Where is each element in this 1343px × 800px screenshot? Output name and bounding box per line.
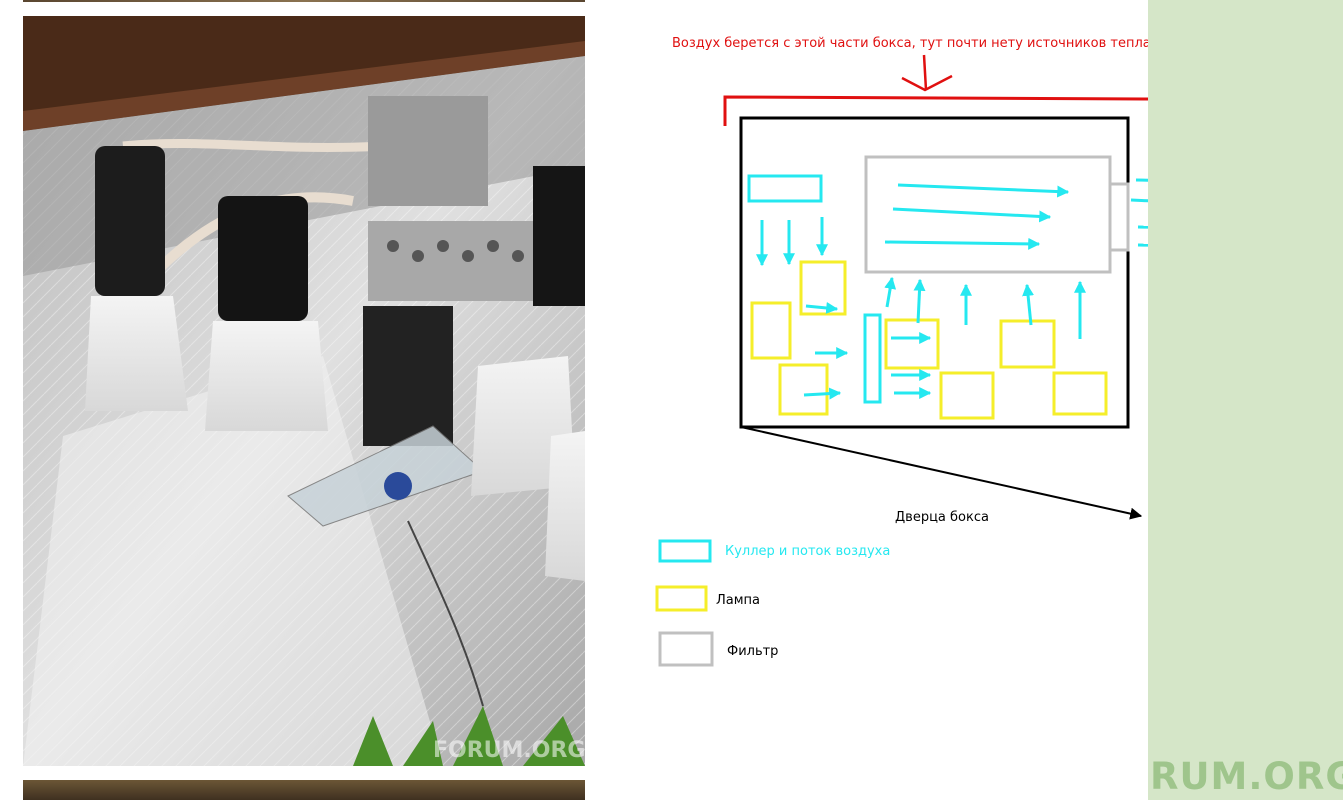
filter-outlet [1108, 182, 1130, 252]
lamp-1 [799, 260, 847, 316]
intake-cooler [747, 174, 823, 203]
airflow-diagram: Воздух берется с этой части бокса, тут п… [655, 36, 1148, 667]
intake-note: Воздух берется с этой части бокса, тут п… [672, 36, 1148, 51]
intake-bracket [723, 95, 1148, 126]
intake-arrow [901, 54, 953, 92]
lamp-3 [778, 363, 829, 416]
grow-box-photo-drawing [23, 16, 585, 766]
right-sidebar [1148, 0, 1343, 800]
legend-cooler-label: Куллер и поток воздуха [725, 544, 890, 559]
photo-strip-top [23, 0, 585, 2]
site-watermark: RUM.ORG✾ [1150, 754, 1343, 800]
photo-watermark: FORUM.ORG [433, 738, 585, 763]
grow-box-outline [739, 116, 1130, 429]
lamp-4 [884, 318, 940, 370]
site-watermark-text: RUM.ORG [1150, 755, 1343, 798]
airflow-arrows [756, 178, 1148, 400]
legend-filter-label: Фильтр [727, 644, 778, 659]
legend-lamp-swatch [655, 585, 708, 612]
lamp-2 [750, 301, 792, 360]
door-arrow [740, 426, 1143, 520]
legend-lamp-label: Лампа [716, 593, 760, 608]
photo-strip-bottom [23, 780, 585, 800]
grow-box-photo: FORUM.ORG [23, 16, 585, 766]
lamp-6 [999, 319, 1056, 369]
legend-cooler-swatch [658, 539, 712, 563]
door-label: Дверца бокса [895, 510, 989, 525]
lamp-7 [1052, 371, 1108, 416]
lamp-5 [939, 371, 995, 420]
legend-filter-swatch [658, 631, 714, 667]
circulation-cooler [863, 313, 882, 404]
